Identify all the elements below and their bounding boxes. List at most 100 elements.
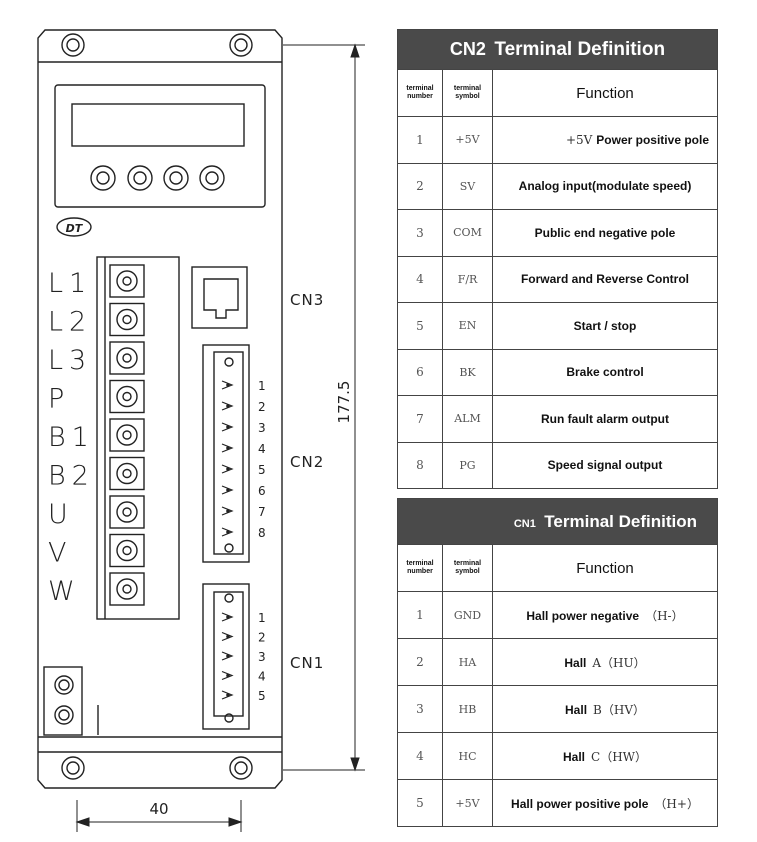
pin-mark	[221, 690, 234, 700]
mounting-hole-bottom-left	[61, 756, 85, 780]
terminal-number: 3	[397, 209, 443, 257]
terminal-symbol: COM	[442, 209, 493, 257]
function-part-a: Hall	[565, 702, 588, 717]
terminal-function: Speed signal output	[492, 441, 718, 489]
terminal-symbol: HC	[442, 732, 493, 780]
pin-number: 2	[258, 631, 266, 645]
terminal-symbol: HB	[442, 685, 493, 733]
button-1	[90, 165, 116, 191]
pin-number: 4	[258, 670, 266, 684]
function-part-b: A（HU）	[592, 655, 646, 670]
pin-mark	[221, 612, 234, 622]
terminal-function: Hall power negative（H-）	[492, 591, 718, 639]
terminal-label: B2	[48, 461, 95, 492]
mounting-hole-top-right	[229, 33, 253, 57]
terminal-number: 2	[397, 638, 443, 686]
terminal-label: B1	[48, 422, 95, 453]
terminal-symbol: EN	[442, 302, 493, 350]
pin-mark	[221, 506, 234, 516]
terminal-function: Hall C（HW）	[492, 732, 718, 780]
pin-mark	[221, 401, 234, 411]
function-part-b: Start / stop	[573, 318, 637, 333]
pin-number: 3	[258, 421, 266, 435]
terminal-symbol: +5V	[442, 116, 493, 164]
function-part-b: Speed signal output	[547, 458, 663, 473]
pin-dot	[226, 530, 230, 534]
pin-mark	[221, 670, 234, 681]
cn3-label: CN3	[290, 291, 324, 309]
pin-dot	[226, 509, 230, 513]
mounting-hole-bottom-right	[229, 756, 253, 780]
cn2-terminal-table: CN2 Terminal Definition terminal number …	[397, 29, 718, 489]
pin-number: 5	[258, 463, 266, 477]
cn2-col-number: terminal number	[397, 69, 443, 117]
cn2-title-prefix: CN2	[449, 38, 486, 59]
pin-number: 1	[258, 611, 266, 625]
terminal-number: 1	[397, 116, 443, 164]
terminal-symbol: SV	[442, 162, 493, 210]
cn1-connector	[202, 583, 250, 730]
cn2-title-text: Terminal Definition	[494, 38, 666, 60]
function-part-b: Power positive pole	[596, 132, 709, 147]
terminal-number: 5	[397, 302, 443, 350]
pin-dot	[226, 425, 230, 429]
lcd-screen	[71, 103, 245, 147]
terminal-function: Public end negative pole	[492, 209, 718, 257]
terminal-symbol: BK	[442, 348, 493, 396]
pin-mark	[221, 464, 234, 474]
pin-mark	[221, 631, 234, 642]
terminal-screw	[109, 533, 145, 568]
terminal-number: 3	[397, 685, 443, 733]
pin-dot	[226, 654, 230, 658]
terminal-function: Brake control	[492, 348, 718, 396]
terminal-screw	[109, 302, 145, 337]
cn1-table-title: CN1 Terminal Definition	[397, 498, 718, 545]
terminal-label: V	[48, 538, 72, 569]
cn1-col-function: Function	[492, 544, 718, 592]
function-part-b: B（HV）	[593, 702, 645, 717]
pin-mark	[221, 527, 234, 537]
button-3	[163, 165, 189, 191]
pin-mark	[221, 485, 234, 495]
function-part-b: C（HW）	[591, 749, 647, 764]
terminal-function: Run fault alarm output	[492, 395, 718, 443]
cn2-col-symbol: terminal symbol	[442, 69, 493, 117]
pin-number: 1	[258, 379, 266, 393]
terminal-number: 8	[397, 441, 443, 489]
function-part-b: Forward and Reverse Control	[520, 272, 690, 287]
button-4	[199, 165, 225, 191]
panel-logo: DT	[66, 222, 84, 235]
display-panel	[54, 84, 266, 208]
terminal-screw	[109, 264, 145, 298]
terminal-symbol: +5V	[442, 779, 493, 827]
function-part-a: Hall	[563, 749, 586, 764]
width-dimension: 40	[149, 800, 168, 818]
cn2-connector	[202, 344, 250, 563]
terminal-number: 5	[397, 779, 443, 827]
terminal-number: 4	[397, 732, 443, 780]
cn1-col-number: terminal number	[397, 544, 443, 592]
pin-dot	[226, 693, 230, 697]
terminal-label: P	[48, 384, 70, 415]
pin-number: 3	[258, 650, 266, 664]
button-2	[127, 165, 153, 191]
height-dimension: 177.5	[335, 381, 353, 424]
pin-number: 2	[258, 400, 266, 414]
cn2-table-title: CN2 Terminal Definition	[397, 29, 718, 70]
terminal-symbol: F/R	[442, 255, 493, 303]
terminal-screw	[109, 572, 145, 606]
cn1-title-prefix: CN1	[513, 517, 536, 530]
function-part-a: Hall	[564, 655, 587, 670]
terminal-screw	[109, 341, 145, 375]
function-part-b: Run fault alarm output	[541, 411, 669, 426]
terminal-symbol: PG	[442, 441, 493, 489]
pin-dot	[226, 404, 230, 408]
pin-number: 4	[258, 442, 266, 456]
